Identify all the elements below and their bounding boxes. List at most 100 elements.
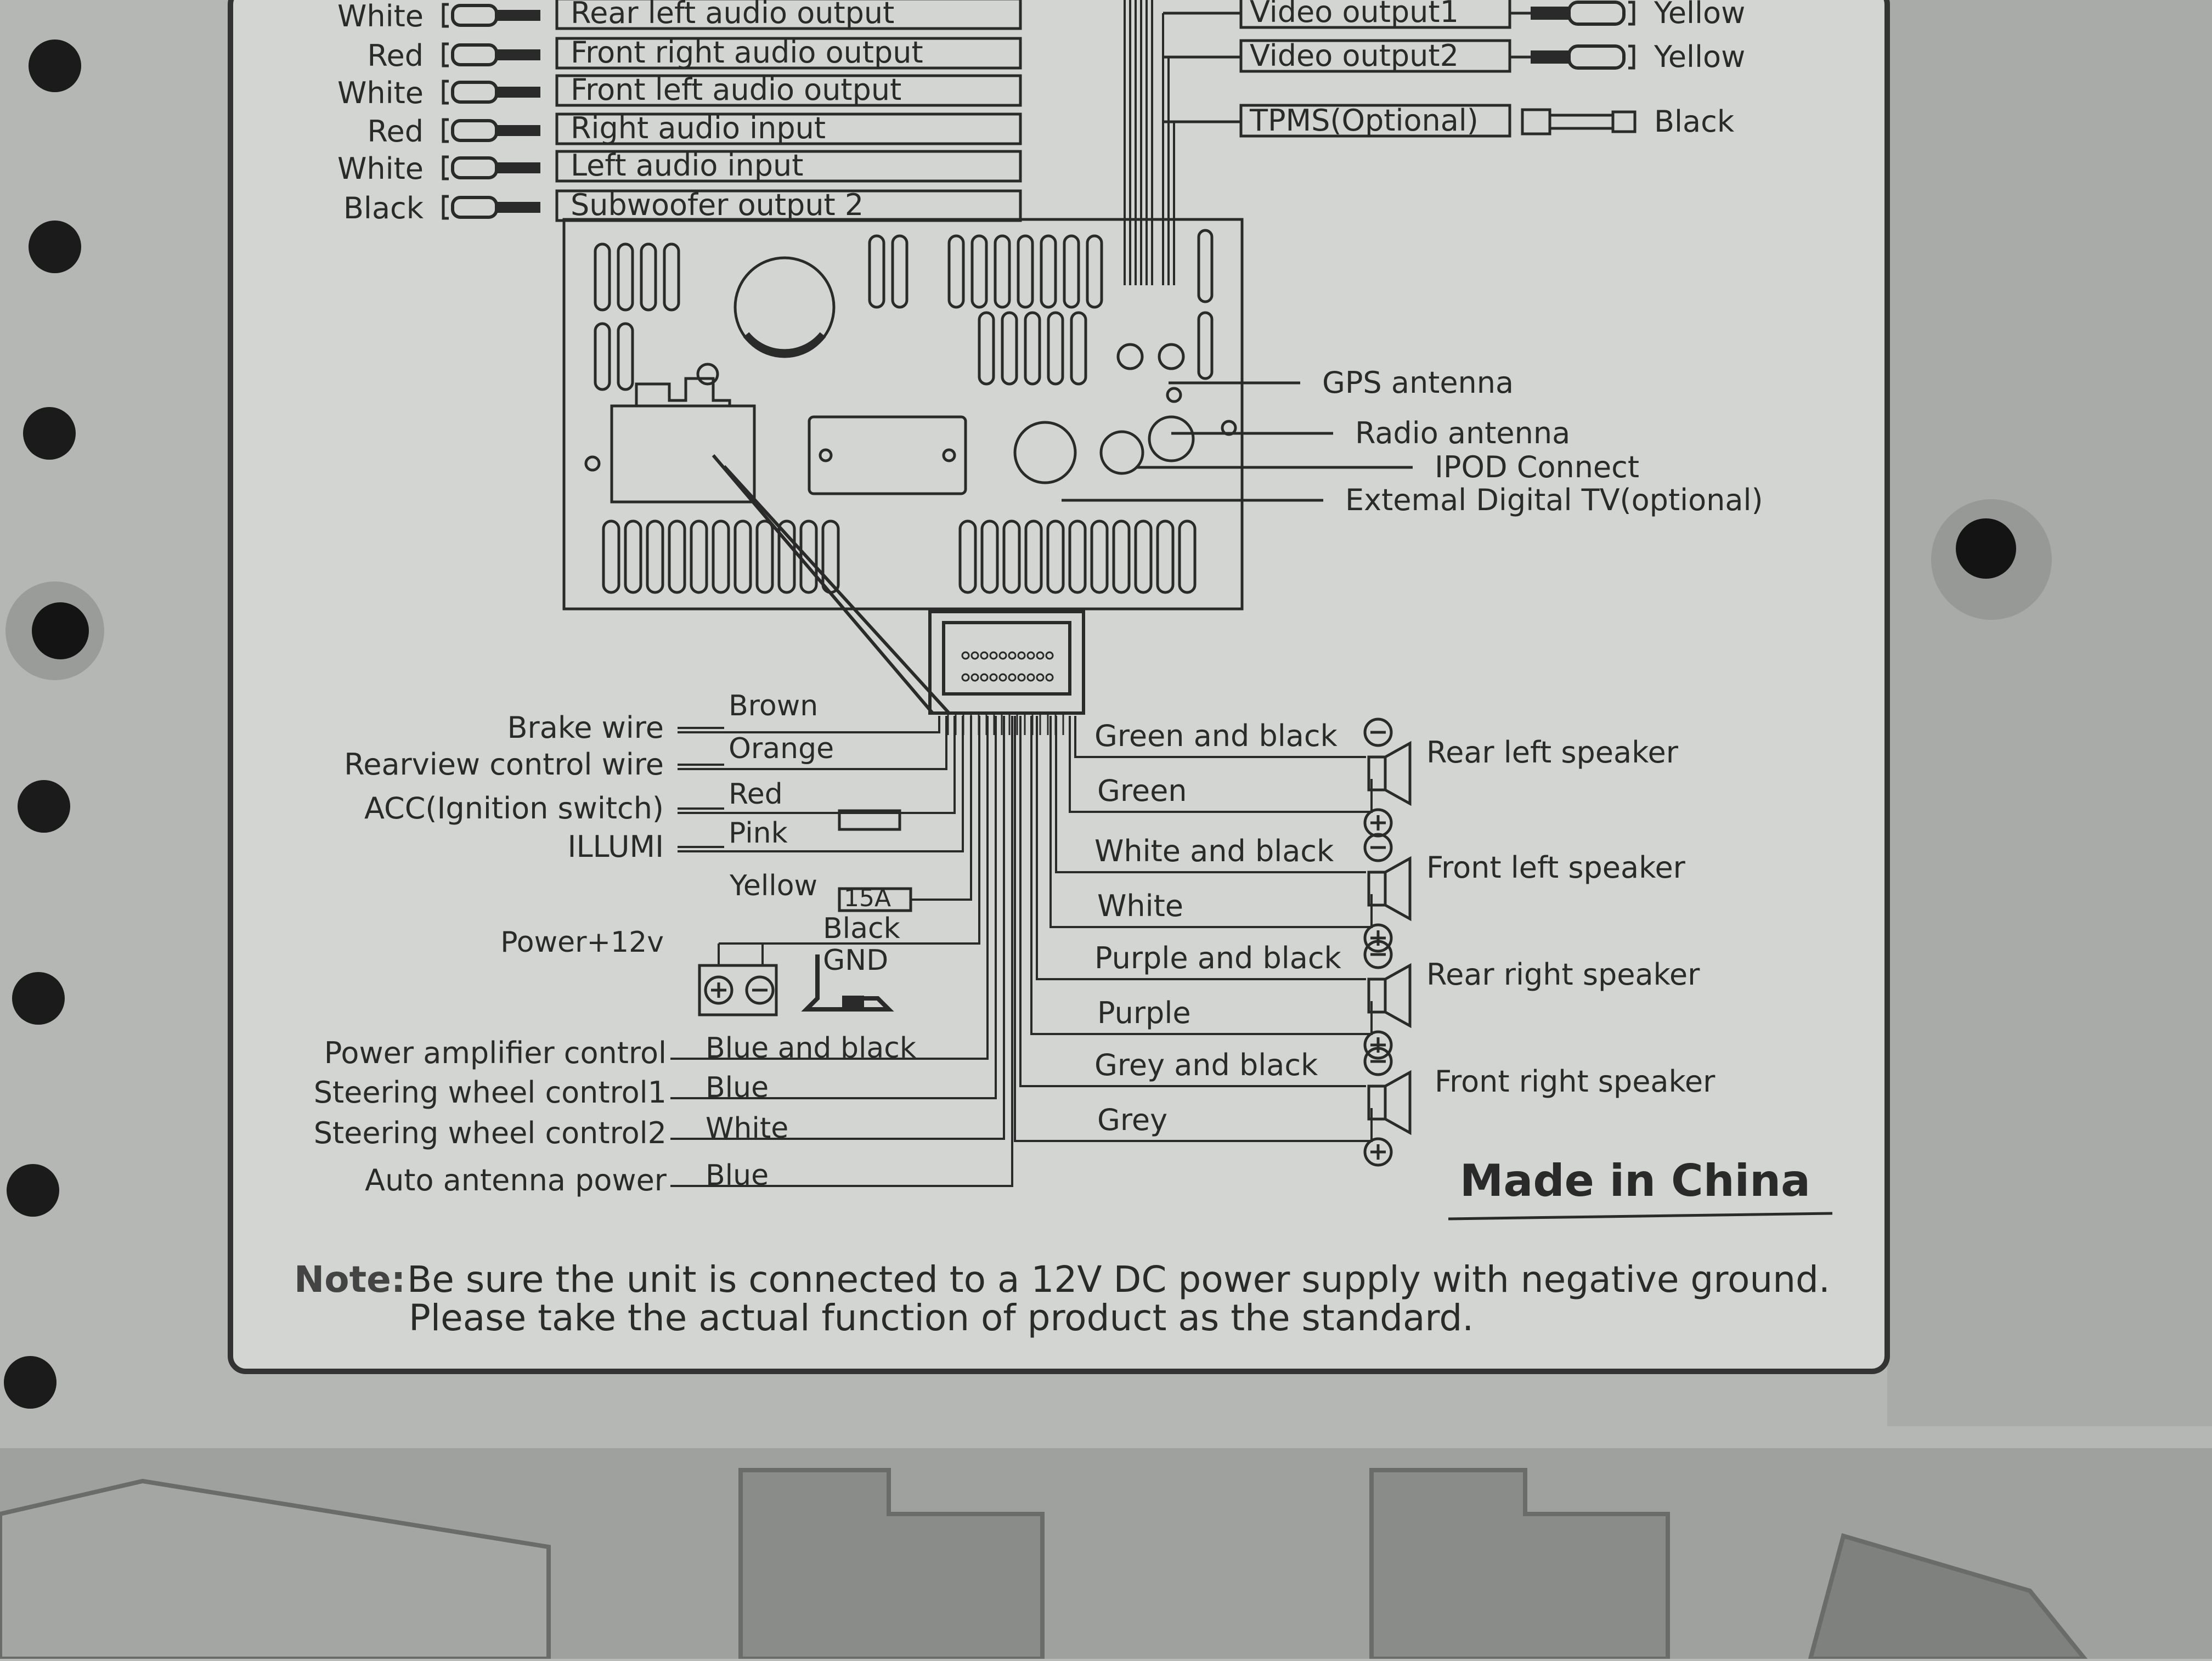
rca-plug-bracket-icon xyxy=(1628,1,1635,26)
harness-wire xyxy=(670,716,989,1060)
speaker-cone-icon xyxy=(1384,963,1412,1029)
rca-plug-tip-icon xyxy=(496,10,540,21)
speaker-name-label: Rear right speaker xyxy=(1426,957,1700,992)
wire-color-label: Brown xyxy=(729,690,818,722)
speaker-plus-icon xyxy=(1363,1137,1393,1167)
speaker-name-label: Front left speaker xyxy=(1426,850,1686,885)
speaker-magnet-icon xyxy=(1367,871,1387,907)
vent-slot xyxy=(1134,519,1153,594)
rca-color-label: Red xyxy=(367,114,424,149)
vent-slot xyxy=(868,234,885,309)
speaker-neg-wire xyxy=(1074,716,1366,758)
speaker-neg-wire-label: Grey and black xyxy=(1094,1048,1318,1082)
bottom-bracket-cutouts xyxy=(0,1468,2090,1661)
rca-function-label: Right audio input xyxy=(571,111,826,145)
harness-wire xyxy=(670,716,997,1099)
connector-pin xyxy=(998,651,1007,660)
wire-color-label: Orange xyxy=(729,732,834,765)
harness-wire xyxy=(670,716,1005,1140)
connector-pin xyxy=(1045,651,1054,660)
speaker-minus-icon xyxy=(1363,833,1393,862)
vent-slot xyxy=(1197,311,1214,380)
rca-plug-tip-icon xyxy=(496,202,540,213)
antenna-row: GPS antenna xyxy=(1169,365,1514,400)
rca-color-label: Black xyxy=(343,191,424,225)
rca-color-label: White xyxy=(337,0,424,33)
rca-plug-tip-icon xyxy=(496,162,540,173)
rca-label-box xyxy=(555,37,1022,70)
rca-plug-bracket-icon xyxy=(1628,44,1635,70)
rca-plug-icon xyxy=(1567,44,1626,70)
connector-pin xyxy=(1026,673,1035,682)
connector-pin xyxy=(1045,673,1054,682)
vent-slot xyxy=(1040,234,1057,309)
vent-slot xyxy=(594,322,611,391)
note-prefix: Note: xyxy=(294,1258,405,1301)
power-black-label: Black xyxy=(823,912,900,945)
vent-slot xyxy=(1024,519,1043,594)
antenna-label: Extemal Digital TV(optional) xyxy=(1345,483,1763,517)
made-in-label: Made in China xyxy=(1460,1155,1810,1206)
speaker-cone-icon xyxy=(1384,1070,1412,1135)
vent-slot xyxy=(712,519,730,594)
note-line-2: Please take the actual function of produ… xyxy=(409,1297,1474,1339)
harness-wire xyxy=(678,716,940,733)
rca-function-label: Left audio input xyxy=(571,148,803,183)
connector-pin xyxy=(961,673,970,682)
rca-plug-tip-icon xyxy=(1531,7,1569,20)
audio-rca-row: Red Right audio input xyxy=(367,111,1022,149)
vent-slot xyxy=(1047,311,1064,386)
vent-slot xyxy=(640,242,657,312)
video-function-label: TPMS(Optional) xyxy=(1249,103,1479,138)
video-label-box xyxy=(1239,104,1511,138)
footer-rule xyxy=(1448,1212,1833,1221)
connector-pin xyxy=(1017,673,1026,682)
vent-slot xyxy=(1024,311,1041,386)
vent-slot xyxy=(980,519,999,594)
speaker-plus-icon xyxy=(1363,1030,1393,1060)
vent-slot xyxy=(1090,519,1109,594)
speaker-neg-wire xyxy=(1036,716,1366,980)
connector-pin xyxy=(989,673,998,682)
speaker-magnet-icon xyxy=(1367,1084,1387,1121)
rca-function-label: Front left audio output xyxy=(571,72,901,107)
vent-slot xyxy=(624,519,642,594)
harness-wire xyxy=(678,716,956,814)
vent-slot xyxy=(690,519,708,594)
power-label: Power+12v xyxy=(500,926,664,959)
vent-slot xyxy=(1156,519,1175,594)
wire-function-label: Rearview control wire xyxy=(344,747,664,782)
vent-slot xyxy=(602,519,620,594)
speaker-name-label: Rear left speaker xyxy=(1426,735,1679,770)
wire-color-label: Pink xyxy=(729,817,788,850)
speaker-neg-wire xyxy=(1019,716,1366,1087)
rca-plug-bracket-icon xyxy=(442,3,449,28)
speaker-magnet-icon xyxy=(1367,755,1387,792)
ground-clamp-icon xyxy=(801,954,894,1012)
video-function-label: Video output2 xyxy=(1250,38,1459,73)
rca-plug-bracket-icon xyxy=(442,118,449,143)
speaker-cone-icon xyxy=(1384,856,1412,922)
wire-function-label: Auto antenna power xyxy=(365,1163,667,1197)
rca-label-box xyxy=(555,0,1022,30)
vent-slot xyxy=(947,234,965,309)
vent-slot xyxy=(1002,519,1021,594)
wire-color-label: Red xyxy=(729,778,783,811)
note-line-1: Be sure the unit is connected to a 12V D… xyxy=(407,1258,1830,1301)
antenna-label: IPOD Connect xyxy=(1435,450,1639,484)
speaker-neg-wire xyxy=(1055,716,1366,873)
wire-function-label: ILLUMI xyxy=(568,829,664,864)
rca-plug-tip-icon xyxy=(496,49,540,60)
vent-slot xyxy=(1197,229,1214,303)
speaker-pos-wire xyxy=(1069,716,1373,813)
rca-label-box xyxy=(555,150,1022,183)
